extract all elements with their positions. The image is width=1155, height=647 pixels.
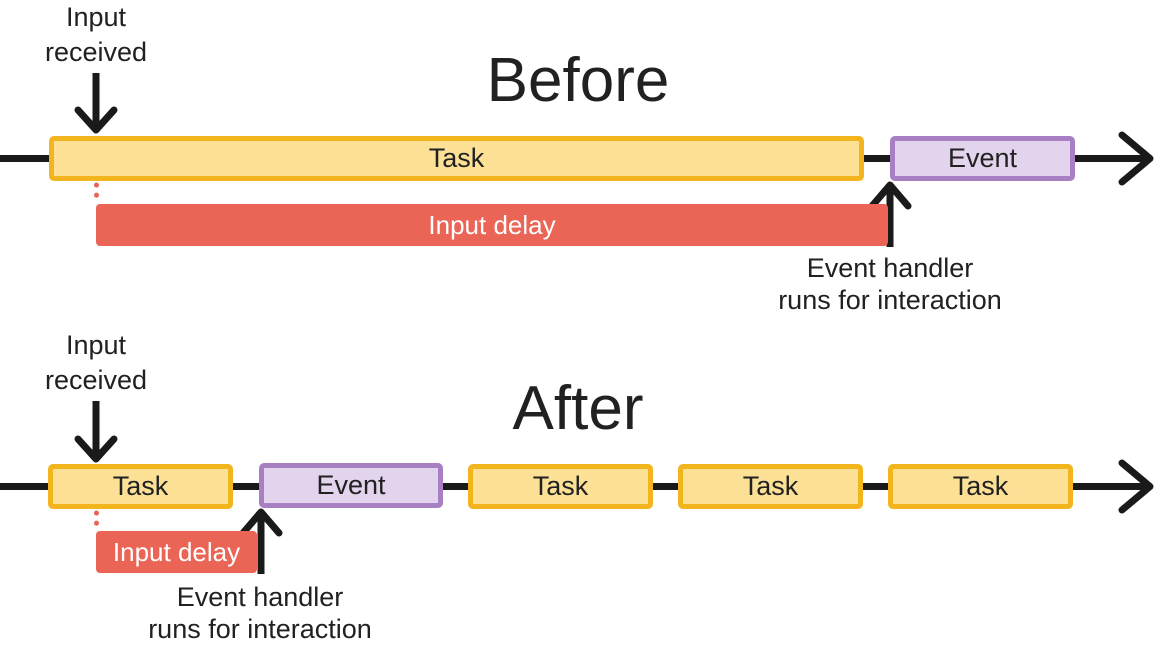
after-input-received-label: Input received [16,328,176,398]
before-timeline-arrowhead [1118,131,1154,186]
before-input-arrow [74,73,118,134]
after-task-bar-4-label: Task [952,471,1009,501]
after-event-handler-arrow [239,508,283,574]
before-input-received-label: Input received [16,0,176,70]
after-input-arrow [74,401,118,463]
before-event-handler-label: Event handler runs for interaction [730,252,1050,316]
after-input-delay-bar: Input delay [96,531,257,573]
before-event-bar-label: Event [947,143,1018,173]
before-event-bar: Event [890,136,1075,181]
after-task-bar-2-label: Task [532,471,589,501]
before-task-bar-label: Task [428,143,485,173]
before-event-handler-line2: runs for interaction [778,285,1002,315]
before-input-delay-label: Input delay [428,209,556,240]
after-event-handler-line1: Event handler [176,582,344,612]
after-task-bar-3-label: Task [742,471,799,501]
after-input-received-line2: received [44,365,148,395]
after-task-bar-2: Task [468,464,653,509]
after-event-handler-arrow-head [239,508,283,537]
after-task-bar-3: Task [678,464,863,509]
after-input-arrow-head [74,435,118,463]
after-event-handler-label: Event handler runs for interaction [100,581,420,645]
before-event-handler-line1: Event handler [806,253,974,283]
after-task-bar-4: Task [888,464,1073,509]
before-title: Before [486,46,670,115]
before-input-received-line2: received [44,37,148,67]
before-task-bar: Task [49,136,864,181]
after-task-bar-1: Task [48,464,233,509]
after-input-delay-label: Input delay [112,536,241,567]
after-timeline-arrowhead [1118,459,1154,514]
before-input-delay-bar: Input delay [96,204,888,246]
before-input-arrow-head [74,106,118,134]
after-event-bar: Event [259,463,443,508]
after-input-received-line1: Input [65,330,127,360]
after-event-handler-line2: runs for interaction [148,614,372,644]
before-input-received-line1: Input [65,2,127,32]
before-event-handler-arrow [868,181,912,247]
before-event-handler-arrow-head [868,181,912,210]
after-task-bar-1-label: Task [112,471,169,501]
after-title: After [512,374,644,443]
after-event-bar-label: Event [316,470,386,500]
